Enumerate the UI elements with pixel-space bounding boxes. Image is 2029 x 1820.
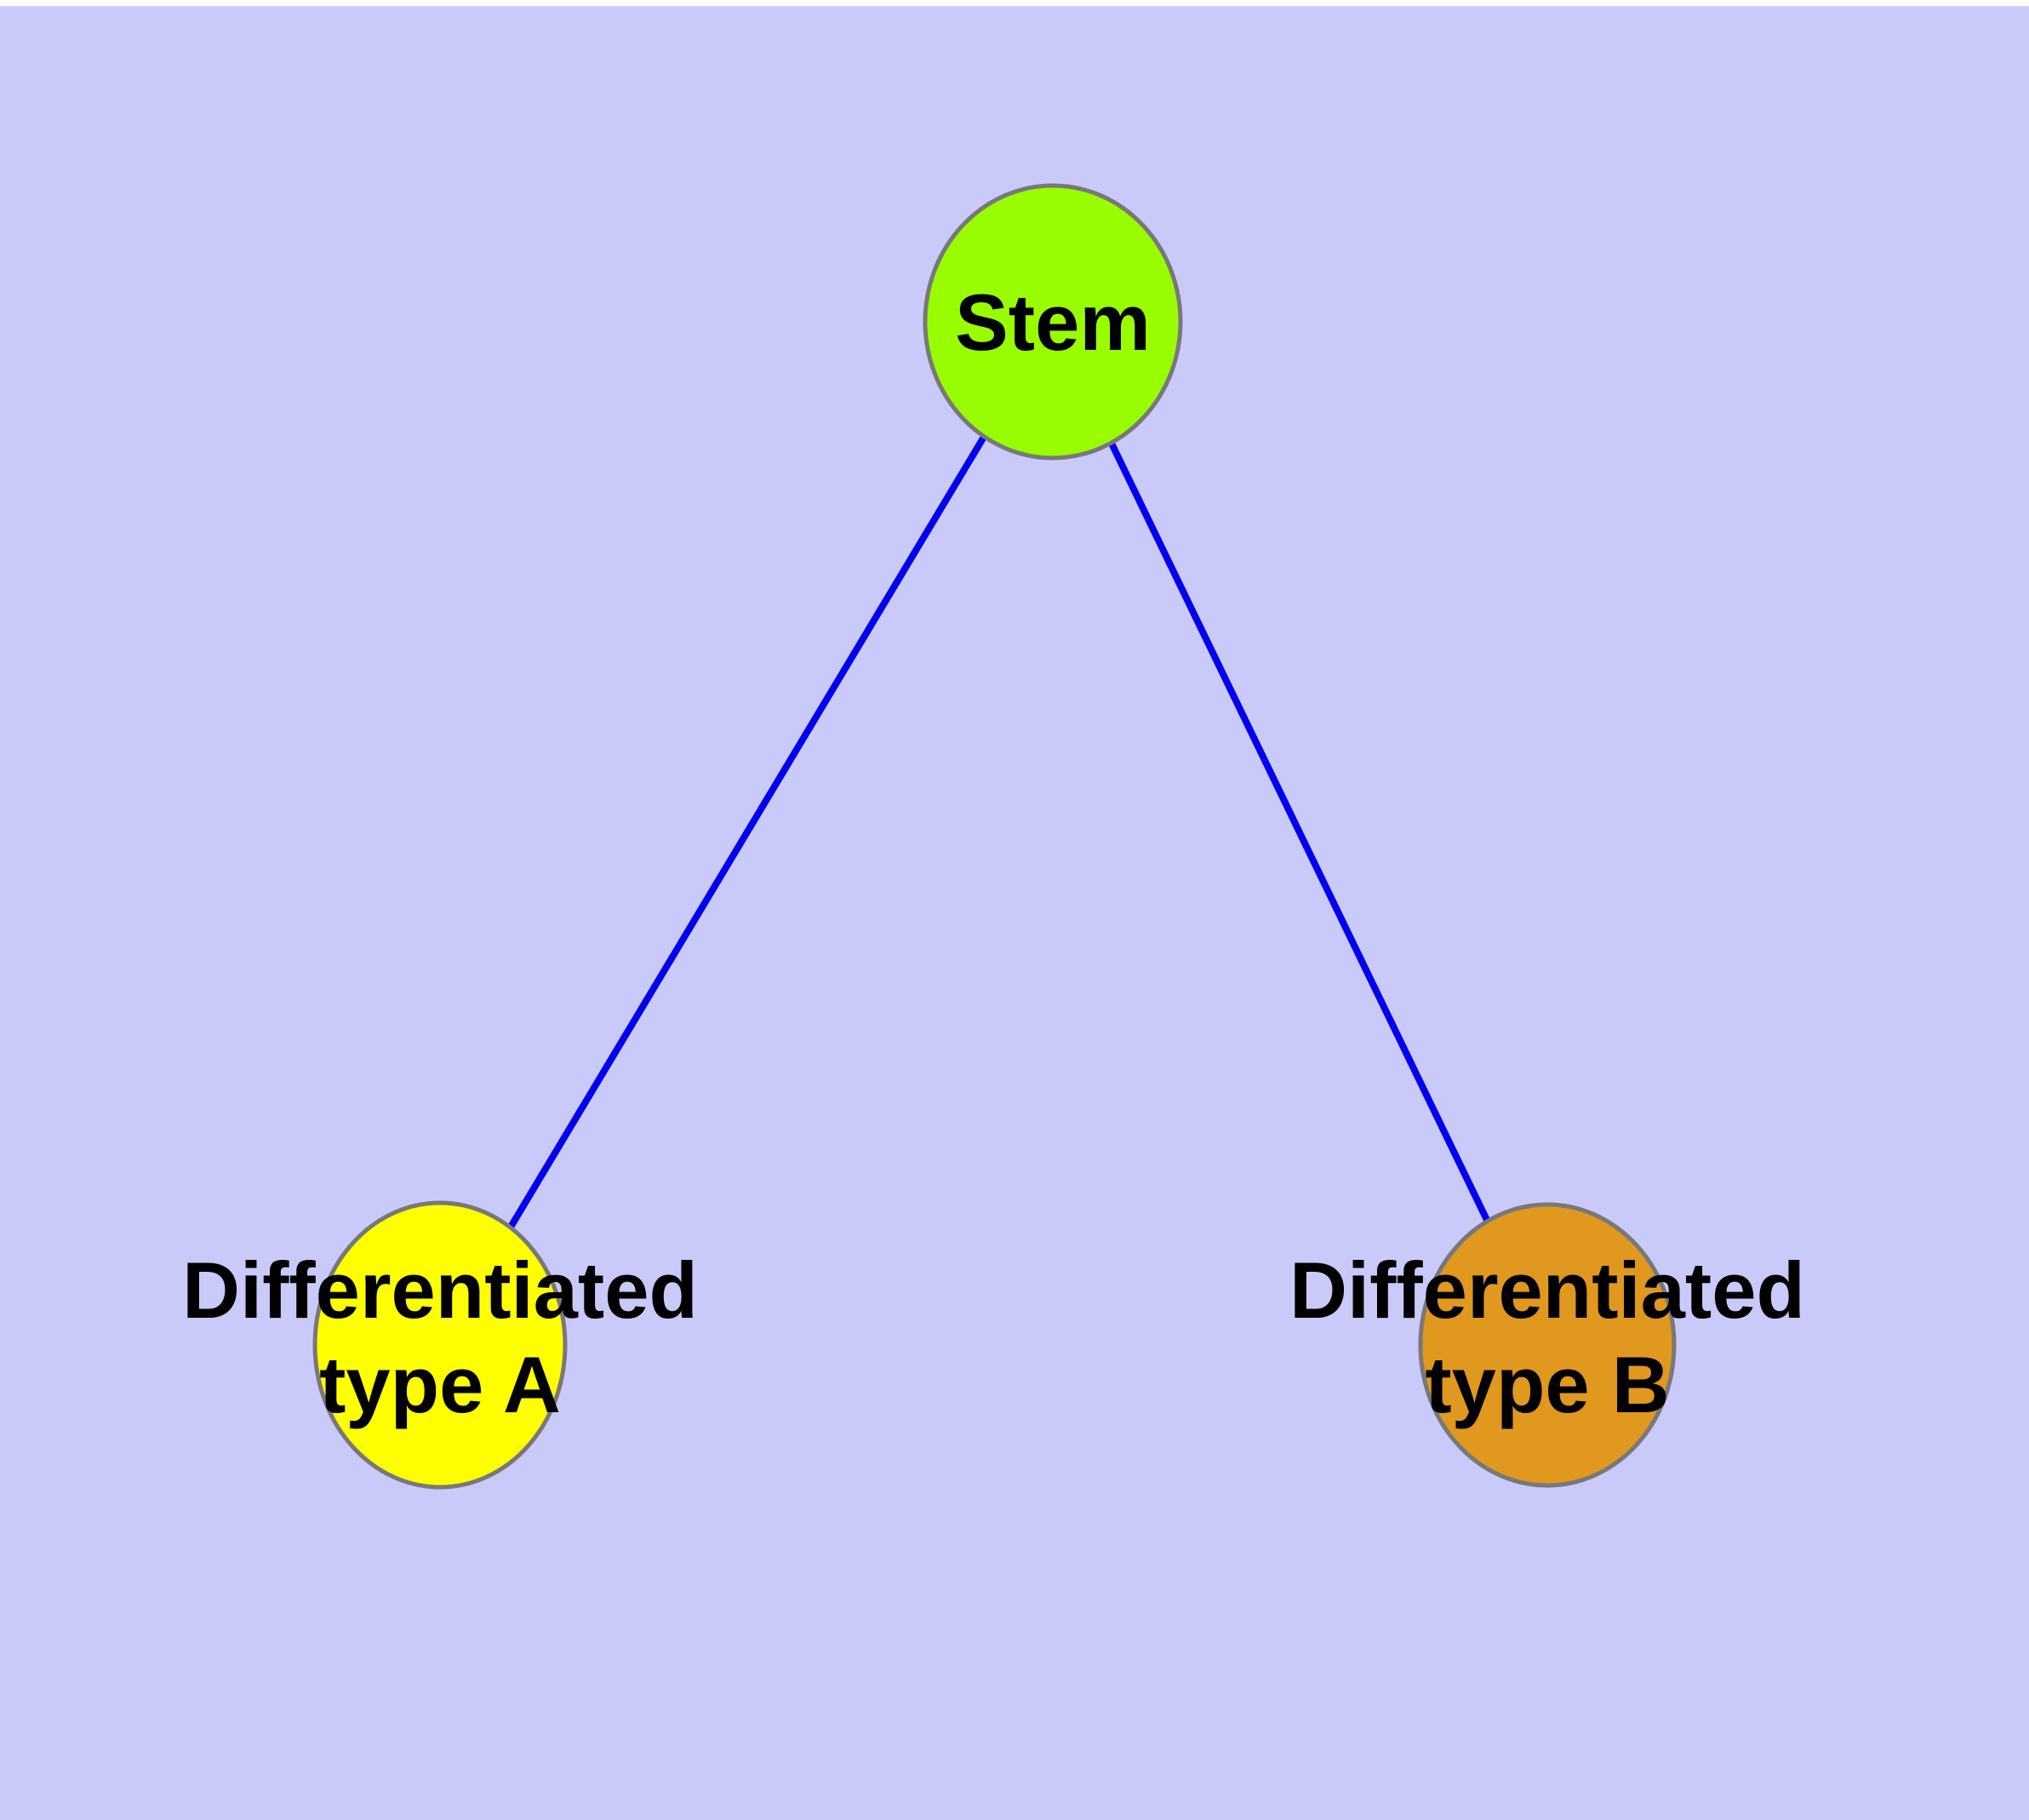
type-b-node-label-line1: Differentiated <box>1289 1245 1805 1335</box>
edge-stem-to-type-a <box>437 319 1056 1348</box>
type-b-node-label-line2: type B <box>1425 1340 1669 1429</box>
type-a-node-label-line2: type A <box>319 1340 561 1429</box>
stem-node-circle <box>923 183 1183 461</box>
edge-stem-to-type-b <box>1049 320 1551 1347</box>
type-a-node-circle <box>312 1200 568 1490</box>
type-b-node-circle <box>1418 1202 1677 1488</box>
stem-node-label: Stem <box>955 278 1151 367</box>
type-a-node-label-line1: Differentiated <box>182 1245 698 1335</box>
top-edge-strip <box>0 0 2029 6</box>
